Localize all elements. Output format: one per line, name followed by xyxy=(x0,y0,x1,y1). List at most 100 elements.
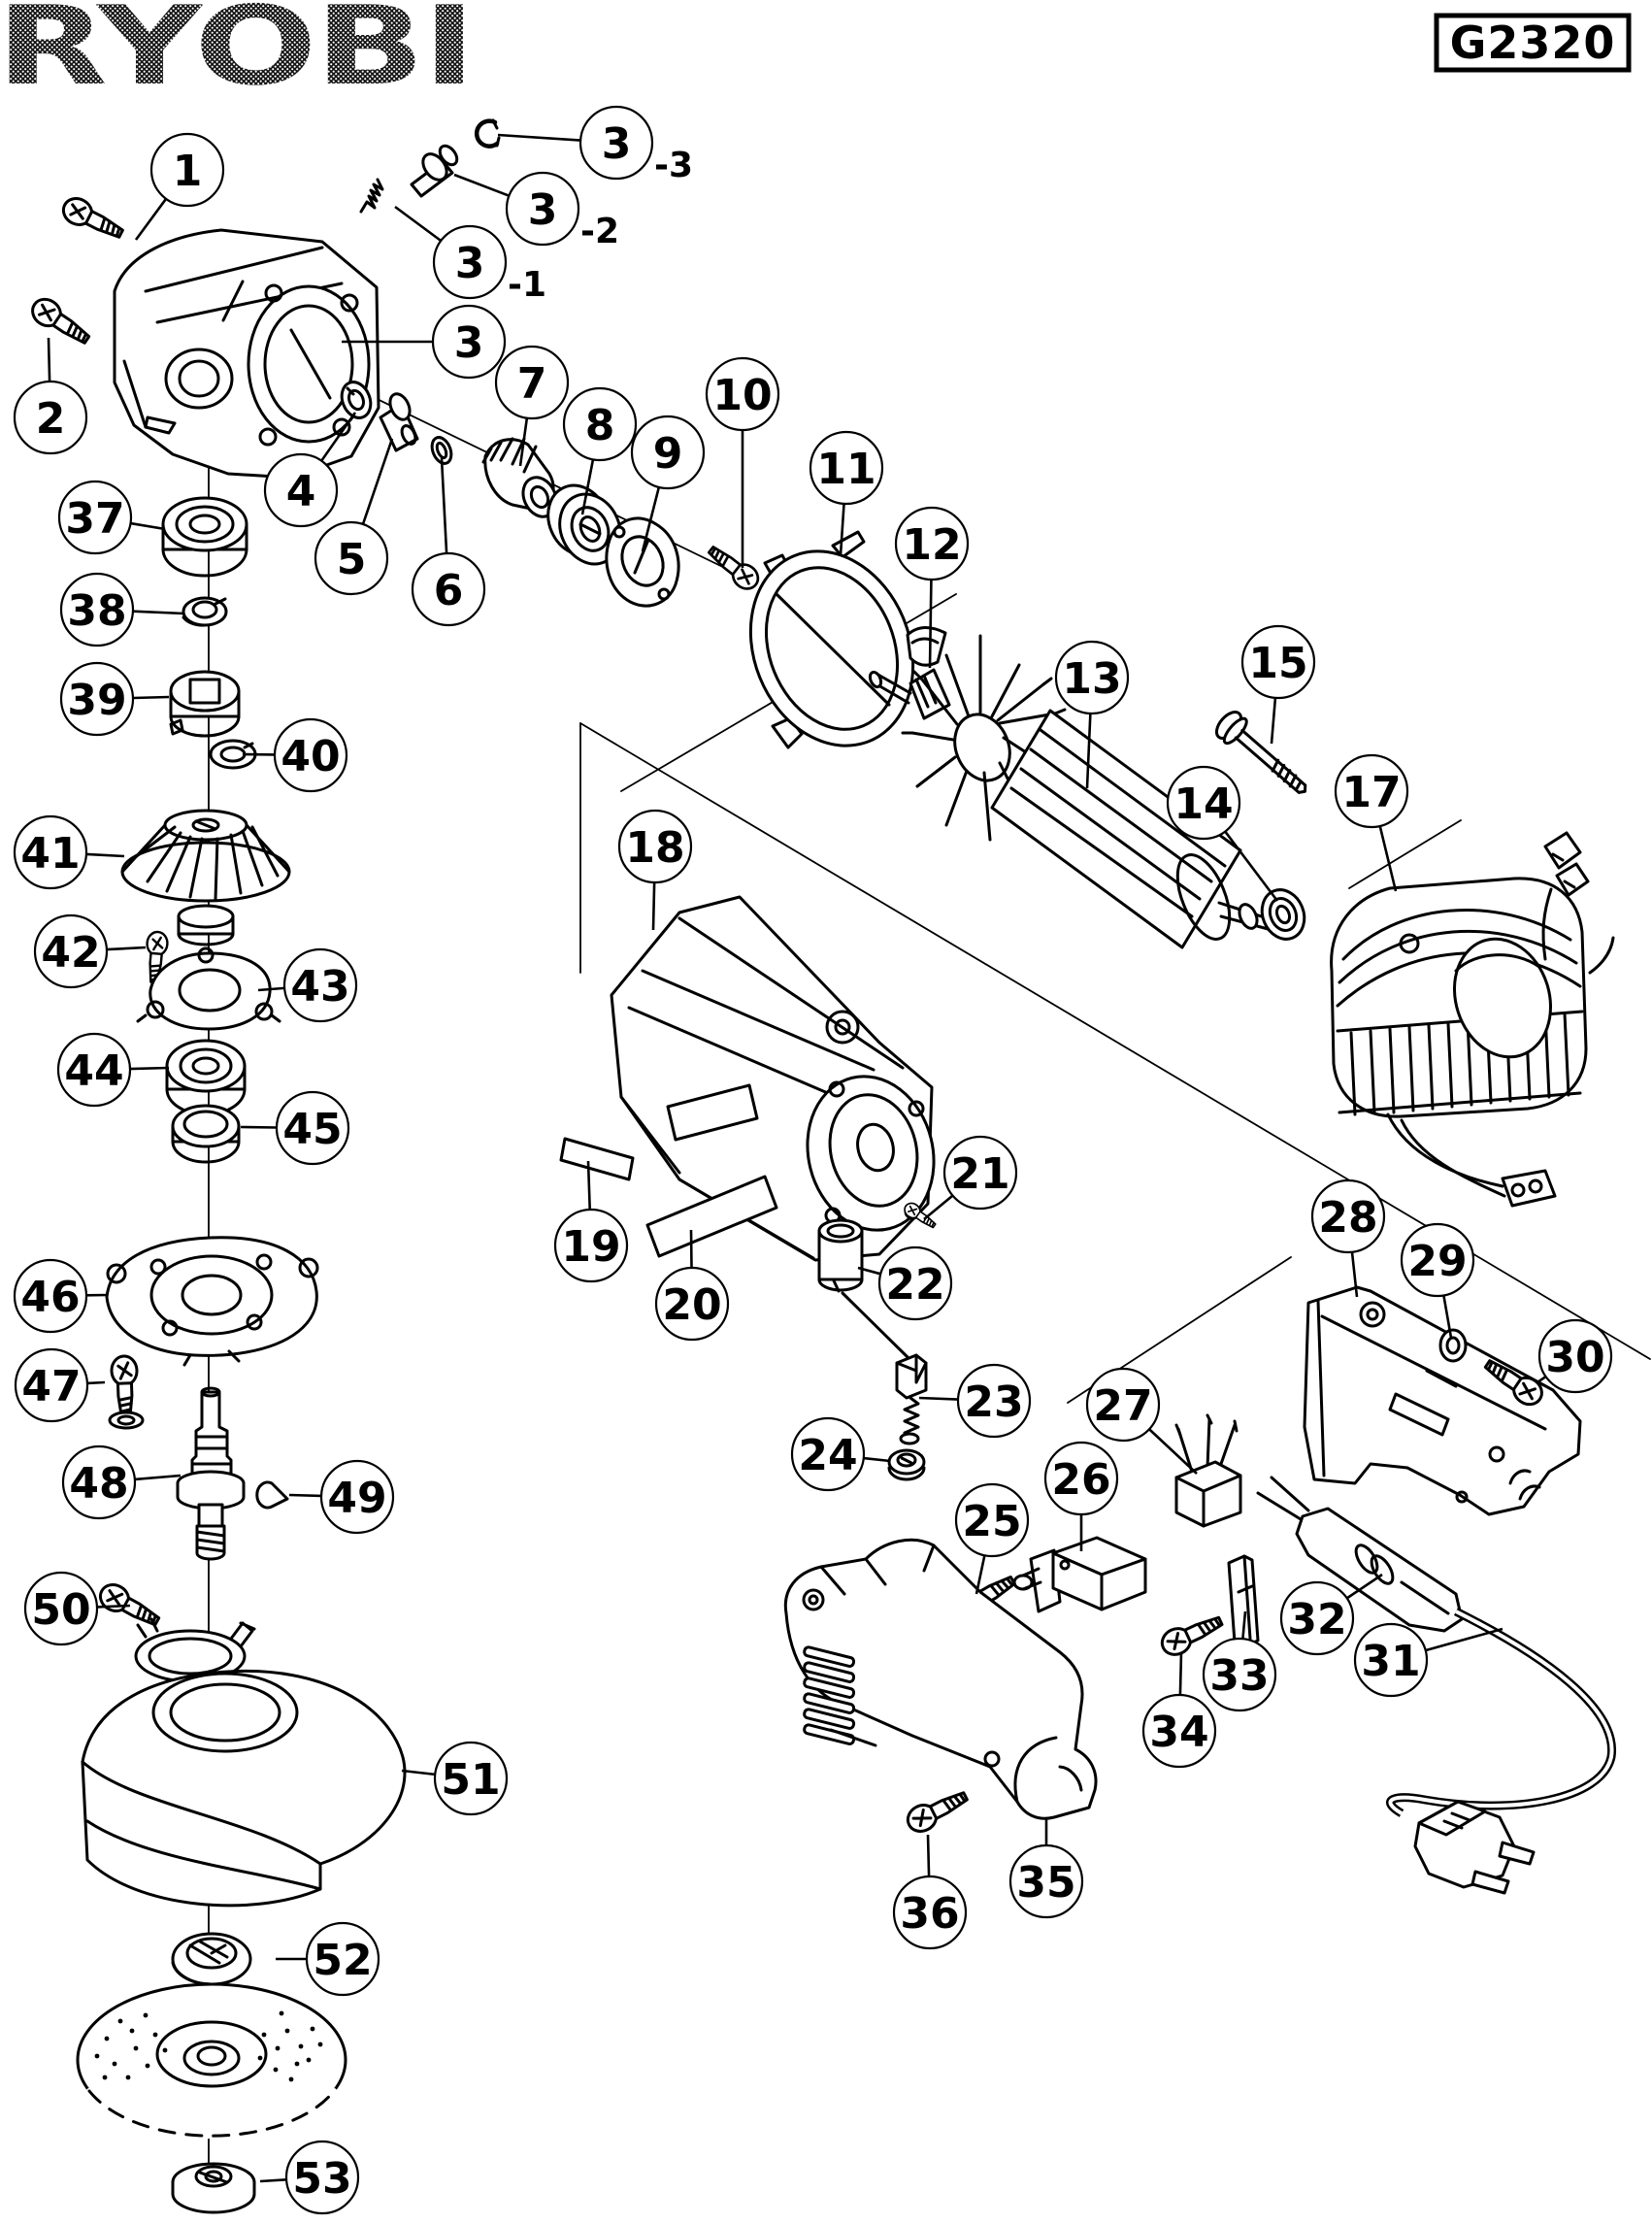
callout-23[interactable]: 23 xyxy=(956,1363,1032,1439)
callout-circle-34[interactable] xyxy=(1141,1693,1217,1769)
callout-27[interactable]: 27 xyxy=(1085,1367,1161,1443)
callout-11[interactable]: 11 xyxy=(809,430,884,506)
callout-20[interactable]: 20 xyxy=(654,1266,730,1342)
callout-circle-15[interactable] xyxy=(1240,624,1316,700)
callout-45[interactable]: 45 xyxy=(275,1090,350,1166)
callout-1[interactable]: 1 xyxy=(149,132,225,208)
callout-circle-20[interactable] xyxy=(654,1266,730,1342)
callout-circle-2[interactable] xyxy=(13,380,88,455)
callout-circle-45[interactable] xyxy=(275,1090,350,1166)
callout-22[interactable]: 22 xyxy=(877,1245,953,1321)
callout-circle-30[interactable] xyxy=(1537,1318,1613,1394)
callout-33[interactable]: 33 xyxy=(1202,1637,1277,1712)
callout-circle-1[interactable] xyxy=(149,132,225,208)
callout-41[interactable]: 41 xyxy=(13,814,88,890)
callout-circle-3-3[interactable] xyxy=(578,105,654,181)
callout-39[interactable]: 39 xyxy=(59,661,135,737)
callout-circle-36[interactable] xyxy=(892,1875,968,1950)
callout-53[interactable]: 53 xyxy=(284,2140,360,2215)
callout-circle-41[interactable] xyxy=(13,814,88,890)
callout-circle-3-1[interactable] xyxy=(432,224,508,300)
callout-circle-37[interactable] xyxy=(57,480,133,555)
callout-42[interactable]: 42 xyxy=(33,913,109,989)
callout-47[interactable]: 47 xyxy=(14,1347,89,1423)
callout-circle-46[interactable] xyxy=(13,1258,88,1334)
callout-circle-17[interactable] xyxy=(1334,753,1409,829)
callout-circle-40[interactable] xyxy=(273,717,348,793)
callout-25[interactable]: 25 xyxy=(954,1482,1030,1558)
callout-46[interactable]: 46 xyxy=(13,1258,88,1334)
callout-5[interactable]: 5 xyxy=(314,520,389,596)
callout-circle-26[interactable] xyxy=(1043,1441,1119,1516)
callout-43[interactable]: 43 xyxy=(282,947,358,1023)
callout-circle-23[interactable] xyxy=(956,1363,1032,1439)
callout-circle-49[interactable] xyxy=(319,1459,395,1535)
callout-circle-19[interactable] xyxy=(553,1208,629,1283)
callout-circle-27[interactable] xyxy=(1085,1367,1161,1443)
callout-32[interactable]: 32 xyxy=(1279,1580,1355,1656)
callout-51[interactable]: 51 xyxy=(433,1741,509,1816)
callout-circle-28[interactable] xyxy=(1310,1178,1386,1254)
callout-circle-35[interactable] xyxy=(1008,1843,1084,1919)
callout-40[interactable]: 40 xyxy=(273,717,348,793)
callout-circle-39[interactable] xyxy=(59,661,135,737)
callout-3-3[interactable]: 3-3 xyxy=(578,105,693,185)
callout-circle-18[interactable] xyxy=(617,809,693,884)
callout-10[interactable]: 10 xyxy=(705,356,780,432)
callout-2[interactable]: 2 xyxy=(13,380,88,455)
callout-49[interactable]: 49 xyxy=(319,1459,395,1535)
callout-3-1[interactable]: 3-1 xyxy=(432,224,546,305)
callout-7[interactable]: 7 xyxy=(494,345,570,420)
callout-circle-33[interactable] xyxy=(1202,1637,1277,1712)
callout-circle-48[interactable] xyxy=(61,1444,137,1520)
callout-circle-6[interactable] xyxy=(411,551,486,627)
callout-38[interactable]: 38 xyxy=(59,572,135,647)
callout-circle-12[interactable] xyxy=(894,506,970,581)
callout-circle-4[interactable] xyxy=(263,452,339,528)
callout-circle-11[interactable] xyxy=(809,430,884,506)
callout-circle-24[interactable] xyxy=(790,1416,866,1492)
callout-circle-47[interactable] xyxy=(14,1347,89,1423)
callout-circle-9[interactable] xyxy=(630,415,706,490)
callout-circle-3[interactable] xyxy=(431,304,507,380)
callout-26[interactable]: 26 xyxy=(1043,1441,1119,1516)
callout-circle-22[interactable] xyxy=(877,1245,953,1321)
callout-36[interactable]: 36 xyxy=(892,1875,968,1950)
callout-circle-21[interactable] xyxy=(942,1135,1018,1211)
callout-24[interactable]: 24 xyxy=(790,1416,866,1492)
callout-4[interactable]: 4 xyxy=(263,452,339,528)
callout-35[interactable]: 35 xyxy=(1008,1843,1084,1919)
callout-13[interactable]: 13 xyxy=(1054,640,1130,715)
callout-circle-50[interactable] xyxy=(23,1571,99,1646)
callout-circle-25[interactable] xyxy=(954,1482,1030,1558)
callout-48[interactable]: 48 xyxy=(61,1444,137,1520)
callout-28[interactable]: 28 xyxy=(1310,1178,1386,1254)
callout-29[interactable]: 29 xyxy=(1400,1222,1475,1298)
callout-30[interactable]: 30 xyxy=(1537,1318,1613,1394)
callout-21[interactable]: 21 xyxy=(942,1135,1018,1211)
callout-3[interactable]: 3 xyxy=(431,304,507,380)
callout-circle-52[interactable] xyxy=(305,1921,380,1997)
callout-31[interactable]: 31 xyxy=(1353,1622,1429,1698)
callout-14[interactable]: 14 xyxy=(1166,765,1241,841)
callout-34[interactable]: 34 xyxy=(1141,1693,1217,1769)
callout-9[interactable]: 9 xyxy=(630,415,706,490)
callout-3-2[interactable]: 3-2 xyxy=(505,171,619,251)
callout-8[interactable]: 8 xyxy=(562,386,638,462)
callout-circle-29[interactable] xyxy=(1400,1222,1475,1298)
callout-circle-10[interactable] xyxy=(705,356,780,432)
callout-18[interactable]: 18 xyxy=(617,809,693,884)
callout-circle-43[interactable] xyxy=(282,947,358,1023)
callout-19[interactable]: 19 xyxy=(553,1208,629,1283)
callout-circle-7[interactable] xyxy=(494,345,570,420)
callout-circle-13[interactable] xyxy=(1054,640,1130,715)
callout-50[interactable]: 50 xyxy=(23,1571,99,1646)
callout-circle-31[interactable] xyxy=(1353,1622,1429,1698)
callout-circle-14[interactable] xyxy=(1166,765,1241,841)
callout-37[interactable]: 37 xyxy=(57,480,133,555)
callout-circle-3-2[interactable] xyxy=(505,171,580,247)
callout-circle-5[interactable] xyxy=(314,520,389,596)
callout-12[interactable]: 12 xyxy=(894,506,970,581)
callout-44[interactable]: 44 xyxy=(56,1032,132,1108)
callout-52[interactable]: 52 xyxy=(305,1921,380,1997)
